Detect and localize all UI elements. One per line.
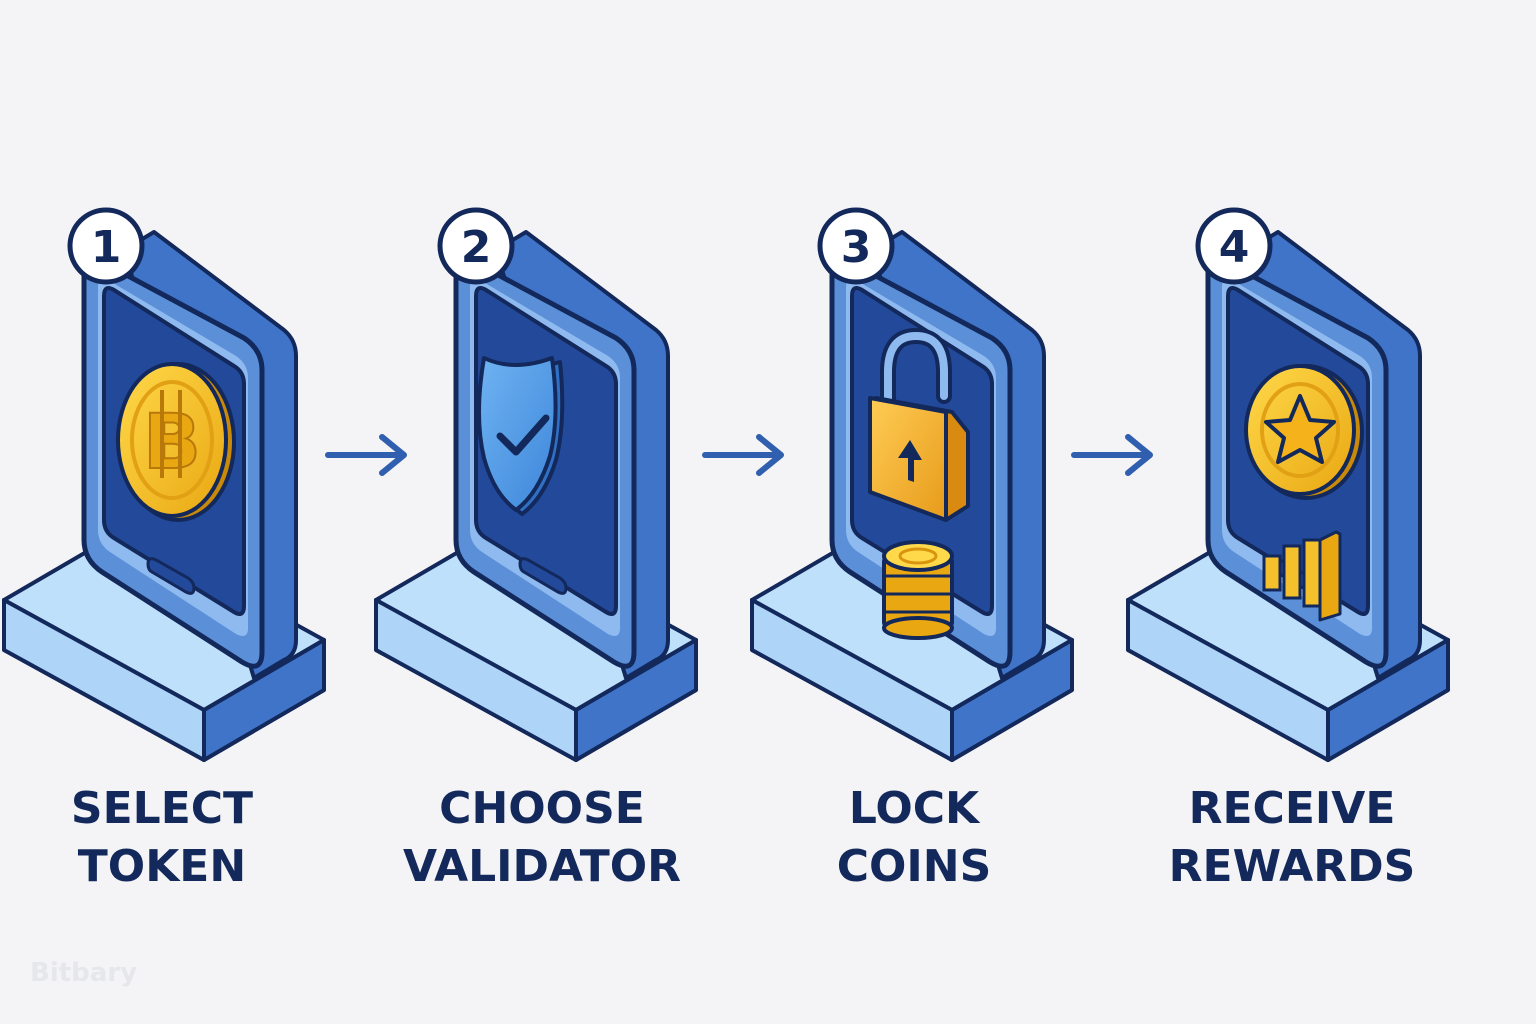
bar-chart-icon [1262, 530, 1342, 622]
padlock-coins-icon [868, 327, 970, 640]
step-4-label-line1: RECEIVE [1188, 783, 1396, 834]
step-4-label-line2: REWARDS [1168, 841, 1416, 892]
step-2-label-line1: CHOOSE [439, 783, 645, 834]
arrow-3-icon [1074, 437, 1150, 473]
coin-stack-icon [882, 540, 954, 640]
step-3-label-line2: COINS [836, 841, 992, 892]
step-2-number-badge: 2 [437, 207, 515, 285]
shield-check-icon [477, 356, 565, 516]
watermark: Bitbary [30, 958, 138, 988]
step-2-label-line2: VALIDATOR [403, 841, 681, 892]
svg-text:B: B [143, 397, 201, 486]
step-1-number-badge: 1 [67, 207, 145, 285]
step-3-number: 3 [841, 222, 872, 273]
step-2-number: 2 [461, 222, 492, 273]
step-3-label: LOCK COINS [734, 780, 1094, 896]
star-coin-bar-chart-icon [1244, 364, 1364, 622]
step-1-label-line2: TOKEN [77, 841, 247, 892]
step-3-number-badge: 3 [817, 207, 895, 285]
step-1-label-line1: SELECT [70, 783, 254, 834]
step-1-number: 1 [91, 222, 122, 273]
step-3-label-line1: LOCK [848, 783, 980, 834]
step-4-number: 4 [1219, 222, 1250, 273]
bitcoin-coin-icon: B [116, 362, 236, 522]
step-4-number-badge: 4 [1195, 207, 1273, 285]
step-1-label: SELECT TOKEN [0, 780, 342, 896]
arrow-1-icon [328, 437, 404, 473]
step-2-label: CHOOSE VALIDATOR [362, 780, 722, 896]
arrow-2-icon [705, 437, 781, 473]
step-4-label: RECEIVE REWARDS [1112, 780, 1472, 896]
